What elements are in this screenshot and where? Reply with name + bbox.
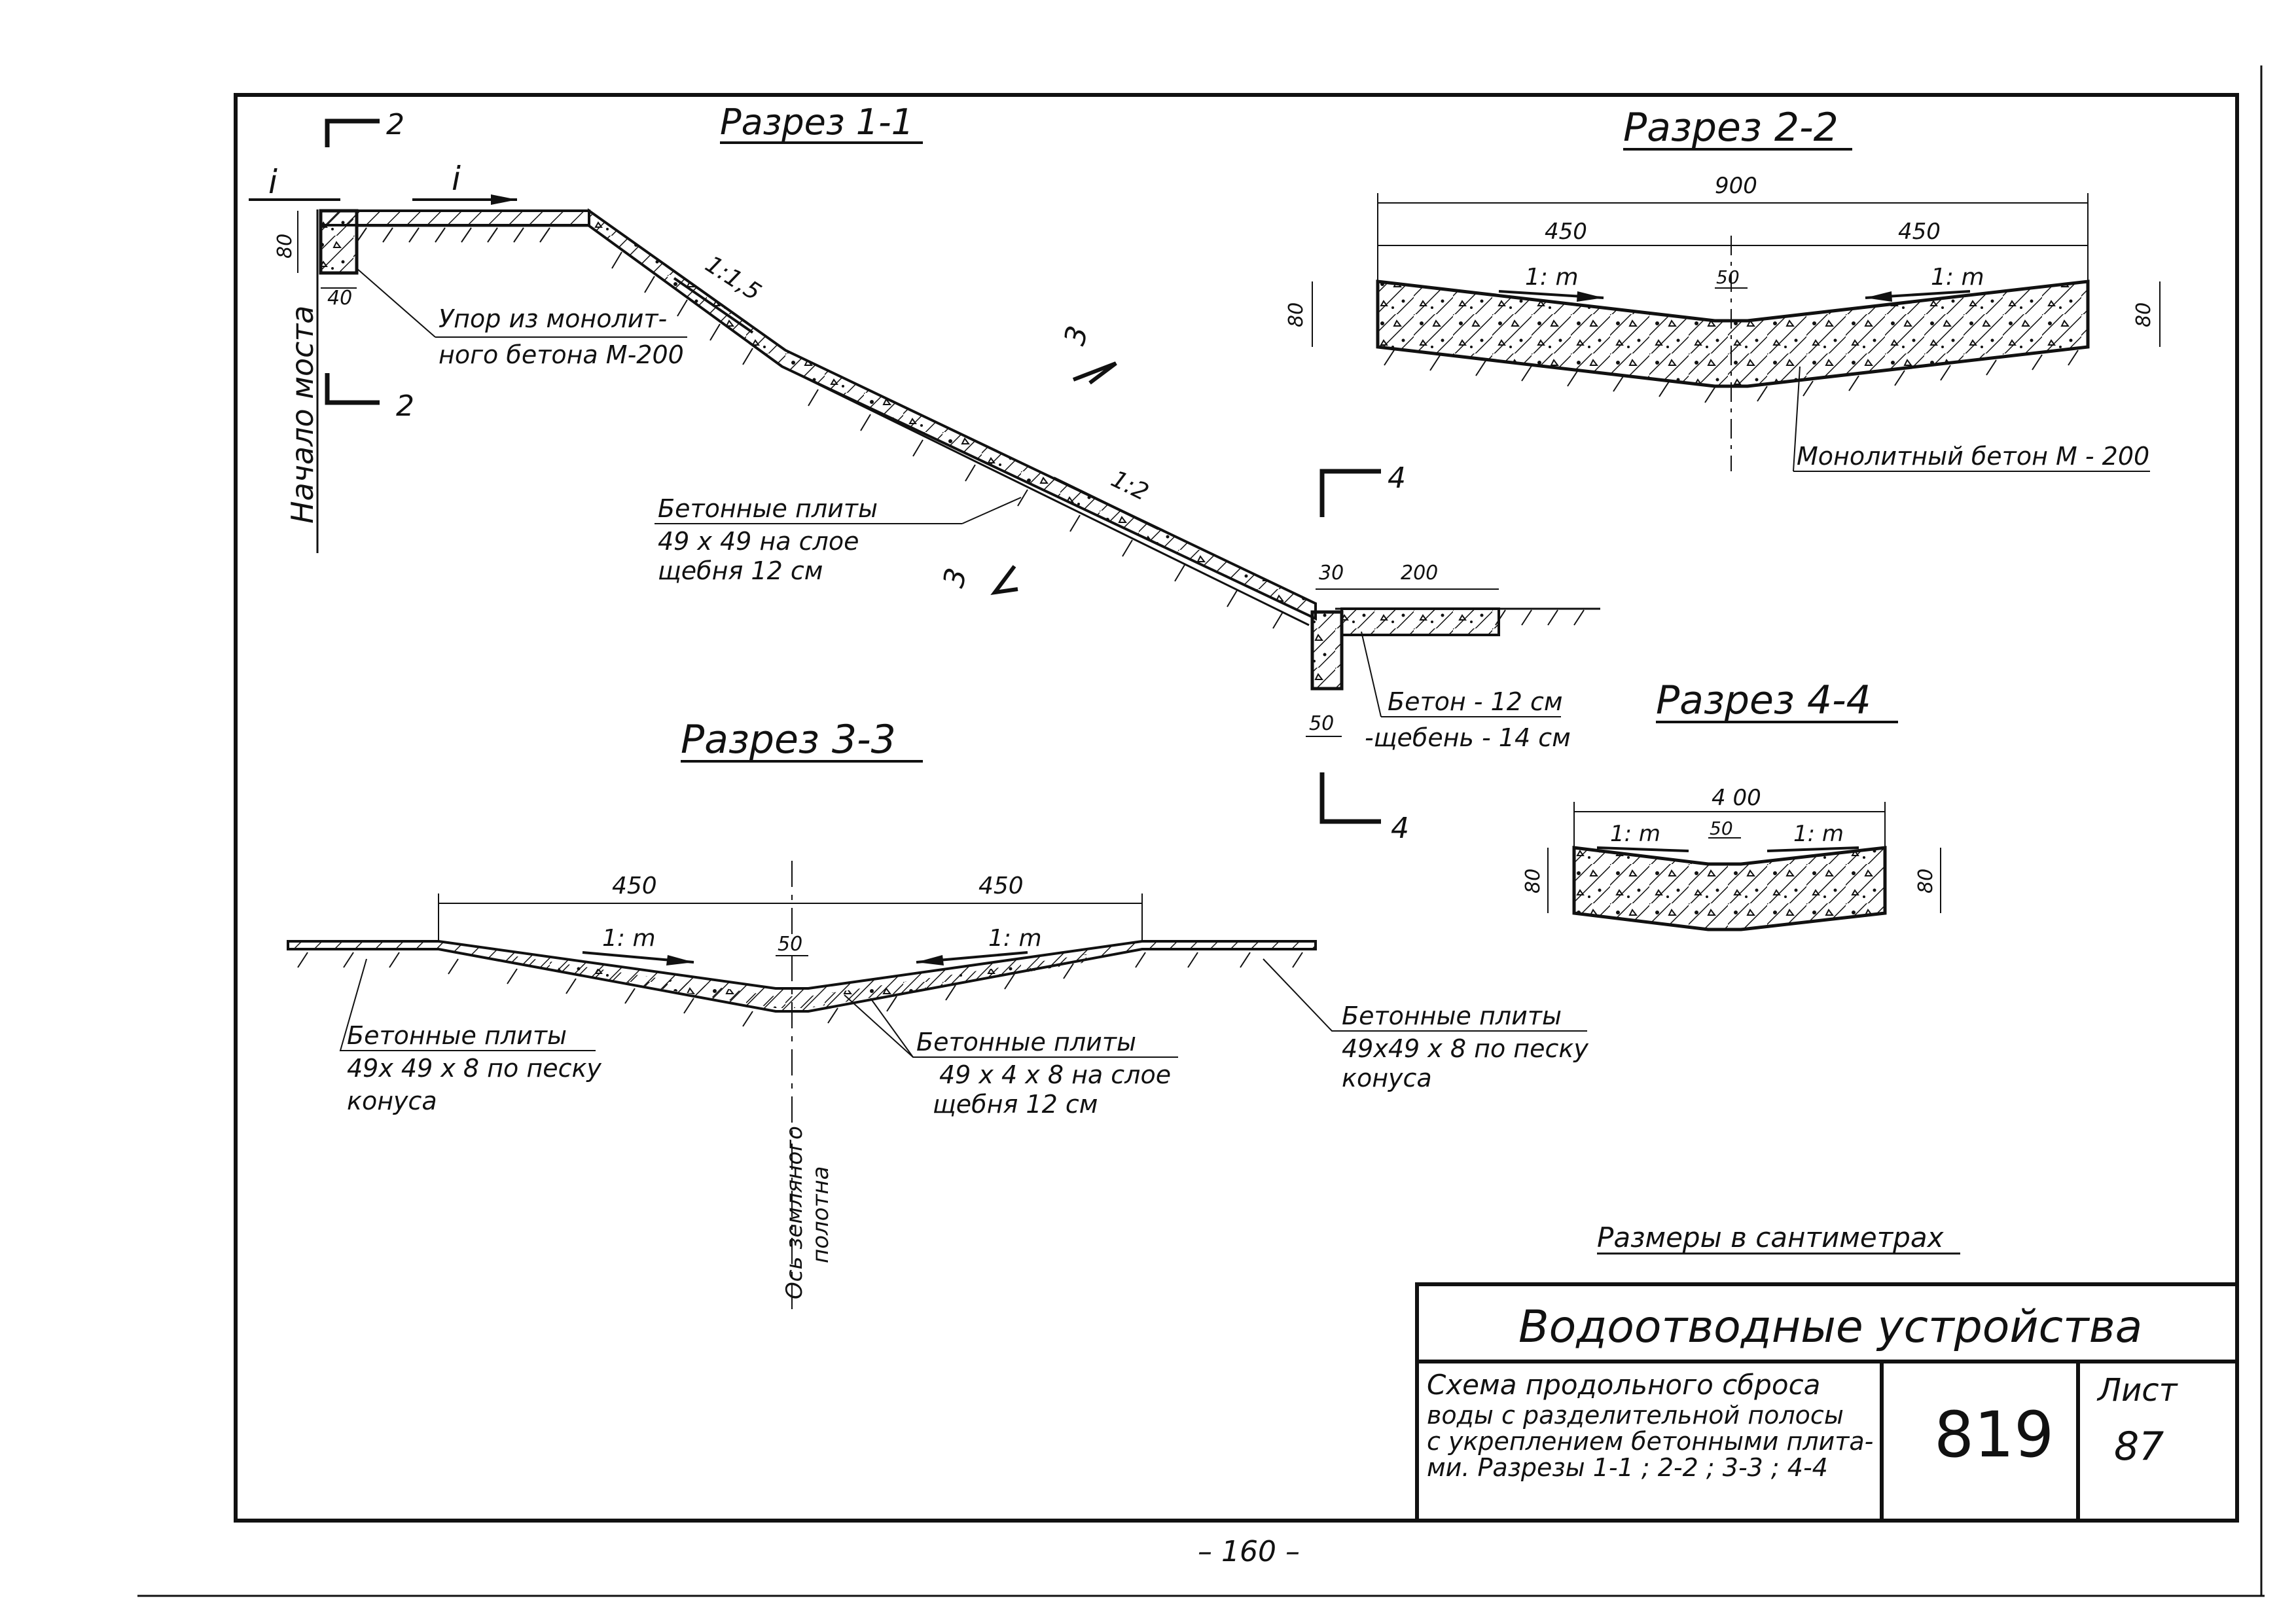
- section-4-4: Разрез 4-4 4 00 50 1: m 1: m 80 80: [1522, 677, 1941, 931]
- cut-label-4-bottom: 4: [1391, 812, 1409, 845]
- dim-40-block: 40: [327, 287, 352, 310]
- note-plity-c-2: 49х49 х 8 по песку: [1342, 1034, 1588, 1063]
- note-plity-c-1: Бетонные плиты: [1342, 1001, 1562, 1030]
- bridge-start-label: Начало моста: [285, 306, 320, 524]
- section-title-1-1: Разрез 1-1: [720, 101, 914, 143]
- monolith-body-4-4: [1572, 846, 1887, 931]
- slope-m-right-4-4: 1: m: [1793, 821, 1844, 847]
- note-plity-a-1: Бетонные плиты: [347, 1021, 567, 1050]
- section-3-3: Разрез 3-3 450 450 Ось земляного полотна…: [287, 717, 1588, 1309]
- title-block-desc-4: ми. Разрезы 1-1 ; 2-2 ; 3-3 ; 4-4: [1427, 1453, 1828, 1482]
- title-block-number: 819: [1934, 1398, 2054, 1471]
- note-upor-2: ного бетона М-200: [439, 340, 684, 369]
- dim-80-left-2-2: 80: [1285, 302, 1308, 327]
- slope-m-right-3-3: 1: m: [988, 925, 1042, 952]
- cut-label-3-bottom: 3: [937, 565, 974, 591]
- dim-900: 900: [1715, 173, 1757, 199]
- note-plity-3: щебня 12 см: [658, 556, 823, 585]
- cut-mark-2-bottom: [325, 373, 380, 405]
- section-title-3-3: Разрез 3-3: [681, 717, 896, 763]
- page-number: – 160 –: [1198, 1535, 1300, 1568]
- dim-50-3-3: 50: [778, 933, 802, 956]
- stop-block: [319, 209, 359, 275]
- dim-50-4-4: 50: [1710, 818, 1733, 839]
- dim-450-left-3-3: 450: [612, 873, 657, 899]
- sheet-label: Лист: [2096, 1372, 2179, 1409]
- dim-30: 30: [1319, 562, 1344, 585]
- dim-80-left-4-4: 80: [1522, 869, 1545, 893]
- note-plity-1: Бетонные плиты: [658, 494, 878, 523]
- dim-50-toe: 50: [1309, 712, 1334, 735]
- cut-mark-4-top: [1319, 469, 1381, 517]
- outlet-plate: [1340, 607, 1500, 636]
- cut-mark-3-bottom: [990, 565, 1018, 595]
- dim-80-right-4-4: 80: [1914, 869, 1937, 893]
- title-block-desc-2: воды с разделительной полосы: [1427, 1401, 1844, 1430]
- monolith-body-2-2: [1376, 280, 2090, 388]
- note-plity-b-2: 49 х 4 х 8 на слое: [939, 1060, 1171, 1089]
- dim-80-right-2-2: 80: [2132, 302, 2155, 327]
- cut-label-2-top: 2: [386, 108, 404, 141]
- units-note: Размеры в сантиметрах: [1597, 1221, 1945, 1254]
- note-monolit: Монолитный бетон М - 200: [1797, 442, 2149, 471]
- dim-400: 4 00: [1712, 785, 1761, 811]
- slope-m-left-2-2: 1: m: [1525, 264, 1579, 291]
- cut-label-4-top: 4: [1388, 461, 1406, 495]
- title-block: Водоотводные устройства Схема продольног…: [1415, 1282, 2239, 1523]
- cut-mark-4-bottom: [1319, 772, 1381, 824]
- dim-450-right-2-2: 450: [1898, 219, 1941, 245]
- slope-m-left-3-3: 1: m: [602, 925, 656, 952]
- cut-label-2-bottom: 2: [396, 389, 414, 423]
- title-block-desc-1: Схема продольного сброса: [1427, 1369, 1820, 1401]
- section-2-2: Разрез 2-2 900 450 450 80 80 50: [1285, 105, 2161, 472]
- cut-mark-2-top: [325, 118, 380, 147]
- note-plity-a-3: конуса: [347, 1087, 437, 1115]
- dim-50-2-2: 50: [1716, 266, 1740, 288]
- section-1-1: Разрез 1-1 2 2 i i Начало моста 80: [249, 101, 1600, 845]
- section-title-2-2: Разрез 2-2: [1623, 105, 1839, 151]
- dim-450-left-2-2: 450: [1545, 219, 1587, 245]
- toe-block: [1310, 610, 1344, 691]
- dim-80-block: 80: [274, 234, 296, 259]
- slope-m-left-4-4: 1: m: [1610, 821, 1660, 847]
- sheet-number: 87: [2114, 1424, 2164, 1470]
- note-plity-a-2: 49х 49 х 8 по песку: [347, 1054, 601, 1083]
- note-plity-b-1: Бетонные плиты: [916, 1028, 1136, 1056]
- axis-label-2: полотна: [808, 1166, 834, 1263]
- title-block-title: Водоотводные устройства: [1518, 1301, 2142, 1353]
- slope-i-right: i: [452, 160, 461, 198]
- slope-i-left: i: [268, 163, 278, 201]
- cut-label-3-top: 3: [1058, 323, 1095, 349]
- dim-200: 200: [1401, 562, 1438, 585]
- note-plity-2: 49 х 49 на слое: [658, 527, 859, 556]
- section-title-4-4: Разрез 4-4: [1656, 677, 1871, 723]
- note-upor-1: Упор из монолит-: [439, 304, 667, 333]
- note-beton-12: Бетон - 12 см: [1388, 687, 1563, 716]
- note-shcheben-14: -щебень - 14 см: [1365, 723, 1571, 752]
- axis-label-1: Ось земляного: [781, 1126, 808, 1299]
- note-plity-c-3: конуса: [1342, 1064, 1432, 1092]
- title-block-desc-3: с укреплением бетонными плита-: [1427, 1427, 1873, 1456]
- frame-border: [234, 93, 2239, 1523]
- slope-ratio-1-2: 1:2: [1107, 465, 1153, 506]
- dim-450-right-3-3: 450: [978, 873, 1024, 899]
- cut-mark-3-top: [1072, 361, 1117, 385]
- note-plity-b-3: щебня 12 см: [933, 1090, 1098, 1119]
- slope-m-right-2-2: 1: m: [1931, 264, 1984, 291]
